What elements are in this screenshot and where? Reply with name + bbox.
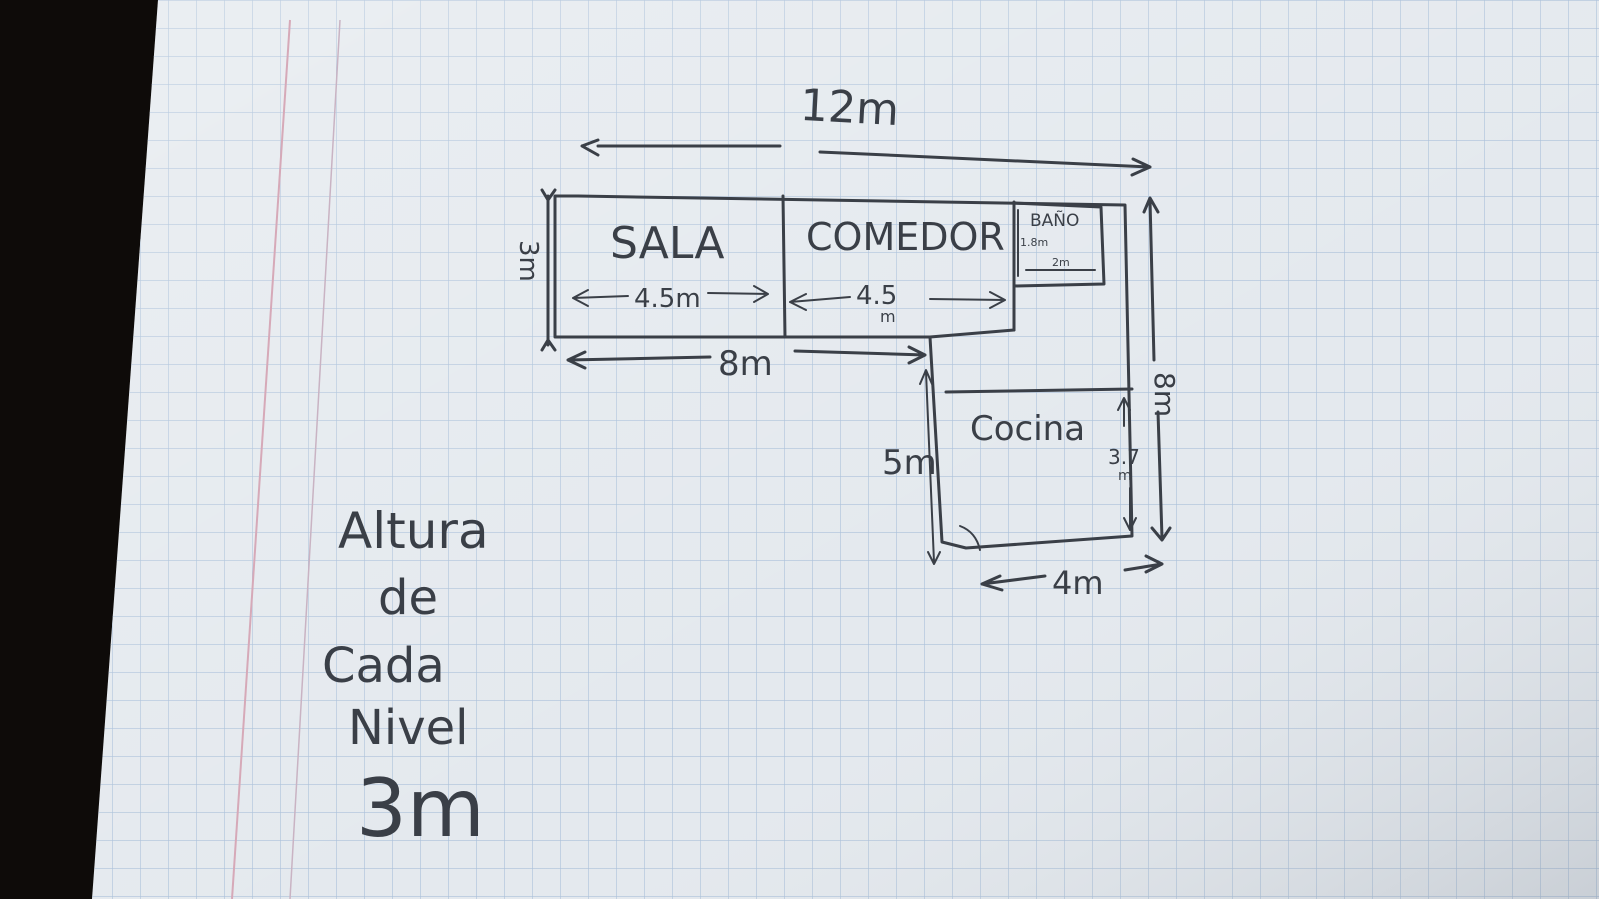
cocina-height-arrow: [1117, 397, 1137, 531]
note-line-2: de: [378, 570, 438, 626]
bano-box: [1012, 201, 1106, 288]
room-label-comedor: COMEDOR: [806, 215, 1005, 259]
bano-width: 2m: [1052, 256, 1070, 269]
cocina-width: 4m: [1052, 564, 1104, 602]
dimension-left-height: 3m: [513, 240, 543, 282]
room-label-sala: SALA: [610, 218, 724, 269]
cocina-height-unit: m: [1118, 468, 1132, 484]
bano-height: 1.8m: [1020, 236, 1048, 249]
room-label-cocina: Cocina: [970, 409, 1085, 449]
comedor-width-unit: m: [880, 307, 896, 326]
dimension-arrow-bottom: [566, 345, 927, 370]
door-swing: [959, 525, 981, 551]
note-line-4: Nivel: [348, 700, 469, 756]
wall-sala-comedor: [781, 194, 787, 339]
cocina-side-arrow: [919, 369, 941, 565]
dimension-right-height: 8m: [1148, 372, 1181, 417]
dimension-arrow-right: [1142, 196, 1172, 542]
paper-shading: [92, 0, 1599, 899]
sala-width-arrow: [572, 285, 769, 307]
margin-line-2: [289, 19, 341, 899]
comedor-width-arrow: [789, 291, 1006, 311]
sala-width: 4.5m: [634, 284, 701, 314]
note-value: 3m: [356, 762, 485, 855]
comedor-width-value: 4.5: [856, 281, 897, 311]
cocina-top-wall: [944, 387, 1134, 394]
wall-outline: [553, 194, 1134, 550]
dimension-arrow-left: [540, 188, 557, 352]
dimension-total-width: 12m: [799, 80, 900, 136]
dimension-bottom-width: 8m: [718, 344, 773, 384]
note-line-3: Cada: [322, 638, 445, 694]
margin-line: [231, 19, 291, 899]
room-label-bano: BAÑO: [1030, 209, 1079, 231]
cocina-height-value: 3.7: [1108, 445, 1140, 469]
cocina-width-arrow: [980, 554, 1164, 592]
wall-upper-lower: [928, 328, 1016, 339]
cocina-side: 5m: [882, 443, 937, 483]
dimension-arrow-top: [580, 138, 1152, 177]
note-line-1: Altura: [338, 502, 489, 560]
